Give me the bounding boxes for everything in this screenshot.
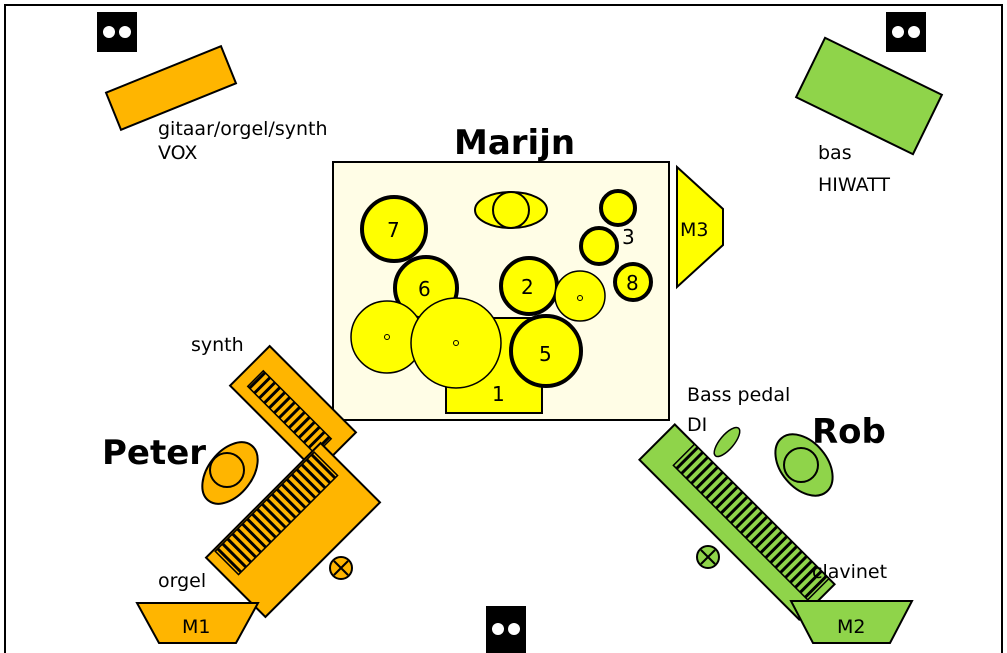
drum-7-label: 7: [387, 218, 400, 242]
monitor-m2-label: M2: [837, 616, 865, 638]
drum-6-label: 6: [418, 277, 431, 301]
bass-pedal-label-1: Bass pedal: [687, 384, 790, 406]
musician-peter: Peter: [102, 433, 206, 473]
drum-3a: [599, 189, 637, 227]
drum-3b: [579, 226, 619, 266]
organ-keyboard: [204, 441, 382, 619]
bass-pedal-di: [713, 426, 741, 458]
organ-label: orgel: [158, 570, 206, 592]
drum-7: [360, 195, 428, 263]
synth-label: synth: [191, 334, 244, 356]
amp-vox-label-2: VOX: [158, 142, 197, 164]
drum-2-label: 2: [521, 275, 534, 299]
drum-5: [509, 314, 583, 388]
monitor-m1: [135, 602, 260, 644]
drum-3-label: 3: [622, 225, 635, 249]
peter-head: [209, 452, 245, 488]
bass-pedal-label-2: DI: [687, 414, 707, 436]
stage-border: [4, 4, 1003, 653]
clavinet-keyboard: [638, 423, 836, 621]
amp-hiwatt-label-1: bas: [818, 142, 852, 164]
speaker-icon: [486, 606, 526, 653]
cymbal-left-center: [384, 334, 390, 340]
speaker-icon: [97, 12, 137, 52]
monitor-m3: [676, 164, 724, 290]
musician-rob: Rob: [812, 412, 886, 452]
speaker-icon: [886, 12, 926, 52]
cymbal-small-center: [577, 295, 583, 301]
monitor-m2: [789, 600, 914, 644]
amp-vox: [104, 44, 238, 132]
rob-head: [783, 447, 819, 483]
overhead-mic-inner: [492, 191, 530, 229]
amp-vox-label-1: gitaar/orgel/synth: [158, 118, 328, 140]
amp-hiwatt: [794, 36, 944, 156]
drum-1-label: 1: [492, 382, 505, 406]
cymbal-ride-center: [453, 340, 459, 346]
monitor-m1-label: M1: [182, 616, 210, 638]
mic-stand-icon: [696, 545, 720, 569]
mic-stand-icon: [329, 556, 353, 580]
drum-5-label: 5: [539, 342, 552, 366]
clavinet-label: clavinet: [812, 561, 887, 583]
synth-keyboard: [228, 344, 358, 474]
monitor-m3-label: M3: [680, 219, 708, 241]
musician-marijn: Marijn: [454, 123, 575, 163]
drum-8: [613, 262, 653, 302]
drum-8-label: 8: [626, 271, 639, 295]
amp-hiwatt-label-2: HIWATT: [818, 174, 890, 196]
